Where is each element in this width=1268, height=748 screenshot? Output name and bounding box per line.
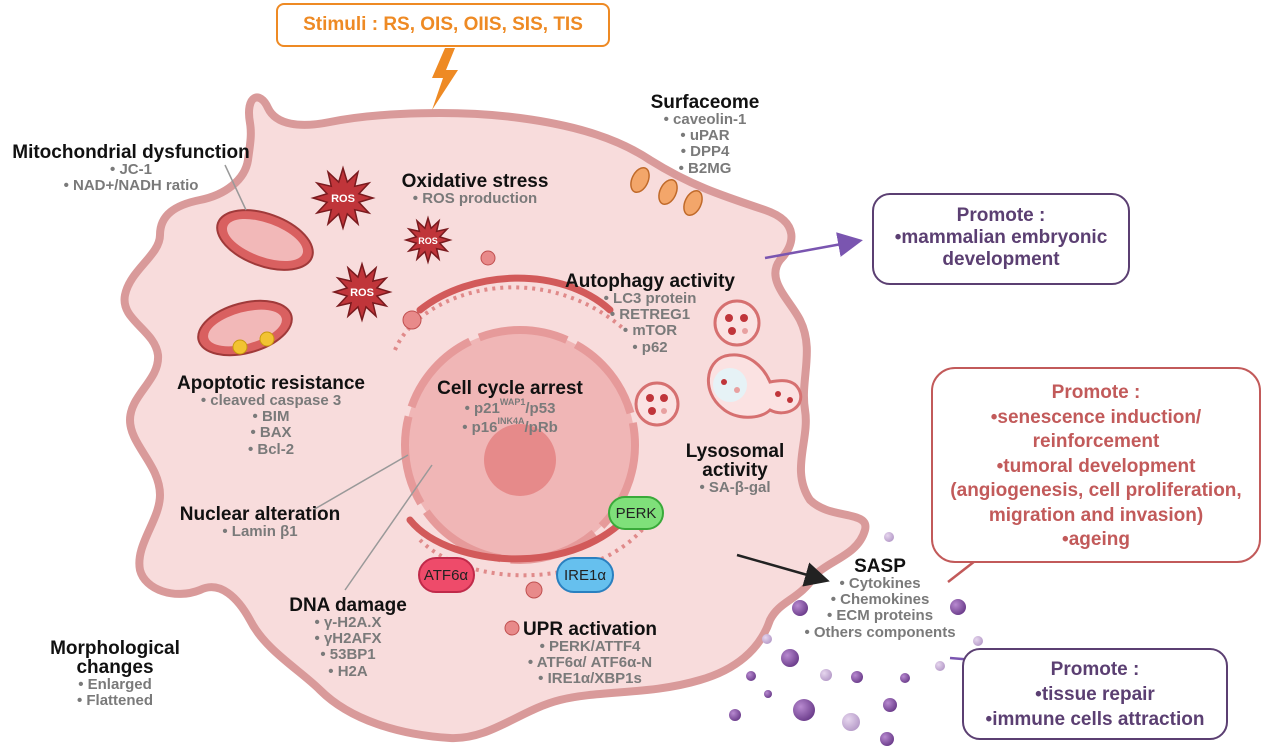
label-mitochondrial: Mitochondrial dysfunction JC-1 NAD+/NADH… [0, 143, 262, 194]
autolysosome-icon [706, 353, 803, 419]
stimuli-label: Stimuli : RS, OIS, OIIS, SIS, TIS [303, 14, 583, 35]
ros-star-icon [310, 165, 376, 231]
pointer-line [344, 464, 433, 591]
cellcycle-item: p16INK4A/pRb [420, 416, 600, 436]
ros-stars: ROS ROS ROS [310, 165, 453, 323]
sasp-particle [842, 713, 860, 731]
label-sasp: SASP Cytokines Chemokines ECM proteins O… [785, 557, 975, 641]
sasp-particle [746, 671, 756, 681]
label-cell-cycle: Cell cycle arrest p21WAP1/p53 p16INK4A/p… [420, 379, 600, 436]
outcome-embryonic-box: Promote : mammalian embryonic developmen… [872, 193, 1130, 285]
outcome-repair-box: Promote : tissue repair immune cells att… [962, 648, 1228, 740]
nucleus [393, 250, 652, 636]
sasp-particle [973, 636, 983, 646]
atf6-sensor: ATF6α [418, 557, 475, 593]
sasp-particle [729, 709, 741, 721]
label-morphological: Morphological changes Enlarged Flattened [30, 639, 200, 709]
sasp-particle [851, 671, 863, 683]
svg-text:IRE1α: IRE1α [564, 567, 606, 584]
ros-star-icon [331, 261, 393, 323]
lightning-icon [432, 48, 458, 110]
label-surfaceome: Surfaceome caveolin-1 uPAR DPP4 B2MG [645, 93, 765, 177]
label-apoptotic: Apoptotic resistance cleaved caspase 3 B… [165, 374, 377, 458]
svg-text:PERK: PERK [616, 505, 657, 522]
sasp-particle [883, 698, 897, 712]
ros-star-icon [403, 215, 453, 265]
cellcycle-item: p21WAP1/p53 [420, 397, 600, 417]
label-oxidative: Oxidative stress ROS production [385, 172, 565, 207]
arrow-embryonic [764, 232, 863, 260]
perk-sensor: PERK [608, 496, 664, 530]
sasp-particle [820, 669, 832, 681]
sasp-particle [935, 661, 945, 671]
sasp-particle [762, 634, 772, 644]
mitochondrion-icon [197, 299, 293, 357]
ros-label: ROS [418, 236, 438, 246]
svg-text:ATF6α: ATF6α [424, 567, 469, 584]
sasp-particle [793, 699, 815, 721]
lysosome-icon [634, 381, 680, 427]
label-upr: UPR activation PERK/ATTF4 ATF6α/ ATF6α-N… [505, 620, 675, 688]
pointer-line [312, 454, 409, 511]
outcome-tumoral-box: Promote : senescence induction/ reinforc… [931, 367, 1261, 563]
label-nuclear: Nuclear alteration Lamin β1 [168, 505, 352, 540]
stimuli-box: Stimuli : RS, OIS, OIIS, SIS, TIS [276, 3, 610, 47]
ros-label: ROS [350, 287, 374, 299]
sasp-particle [880, 732, 894, 746]
mitochondrion-icon [216, 209, 314, 271]
sasp-particle [900, 673, 910, 683]
ire1-sensor: IRE1α [556, 557, 614, 593]
label-dna-damage: DNA damage γ-H2A.X γH2AFX 53BP1 H2A [278, 596, 418, 680]
label-autophagy: Autophagy activity LC3 protein RETREG1 m… [550, 272, 750, 356]
sasp-particle [884, 532, 894, 542]
label-lysosomal: Lysosomal activity SA-β-gal [670, 442, 800, 496]
sasp-particle [781, 649, 799, 667]
ros-label: ROS [331, 193, 355, 205]
sasp-particle [764, 690, 772, 698]
